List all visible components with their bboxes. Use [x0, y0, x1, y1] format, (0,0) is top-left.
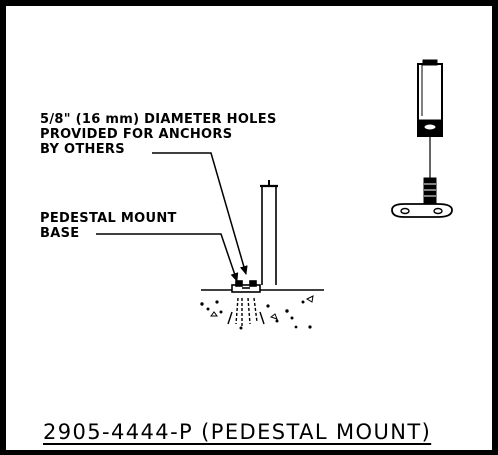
note-anchor-holes-line-1: 5/8" (16 mm) DIAMETER HOLES — [40, 112, 277, 127]
pedestal-mount-base — [231, 280, 261, 293]
leader-base — [96, 233, 239, 282]
drawing-canvas — [96, 59, 453, 330]
note-anchor-holes-line-2: PROVIDED FOR ANCHORS — [40, 127, 233, 142]
ground-section — [200, 289, 324, 330]
note-pedestal-base-line-1: PEDESTAL MOUNT — [40, 211, 177, 226]
exploded-detail-view — [391, 59, 453, 218]
note-pedestal-base-line-2: BASE — [40, 226, 80, 241]
leader-holes — [152, 152, 248, 275]
note-anchor-holes: 5/8" (16 mm) DIAMETER HOLES PROVIDED FOR… — [40, 112, 277, 157]
note-anchor-holes-line-3: BY OTHERS — [40, 142, 125, 157]
pedestal-post — [260, 180, 278, 285]
drawing-title: 2905-4444-P (PEDESTAL MOUNT) — [43, 420, 432, 444]
note-pedestal-base: PEDESTAL MOUNT BASE — [40, 211, 177, 241]
anchor-bolts — [227, 297, 265, 326]
